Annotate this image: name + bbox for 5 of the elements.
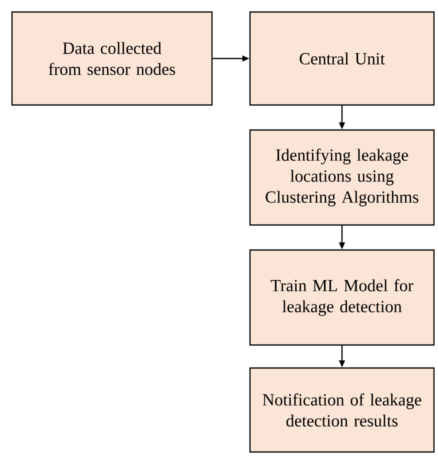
process-box: Central Unit xyxy=(249,11,435,106)
process-box: Data collected from sensor nodes xyxy=(11,11,213,106)
process-box: Train ML Model for leakage detection xyxy=(249,249,435,346)
process-box: Notification of leakage detection results xyxy=(249,367,435,453)
process-box: Identifying leakage locations using Clustering Algorithms xyxy=(249,129,435,226)
